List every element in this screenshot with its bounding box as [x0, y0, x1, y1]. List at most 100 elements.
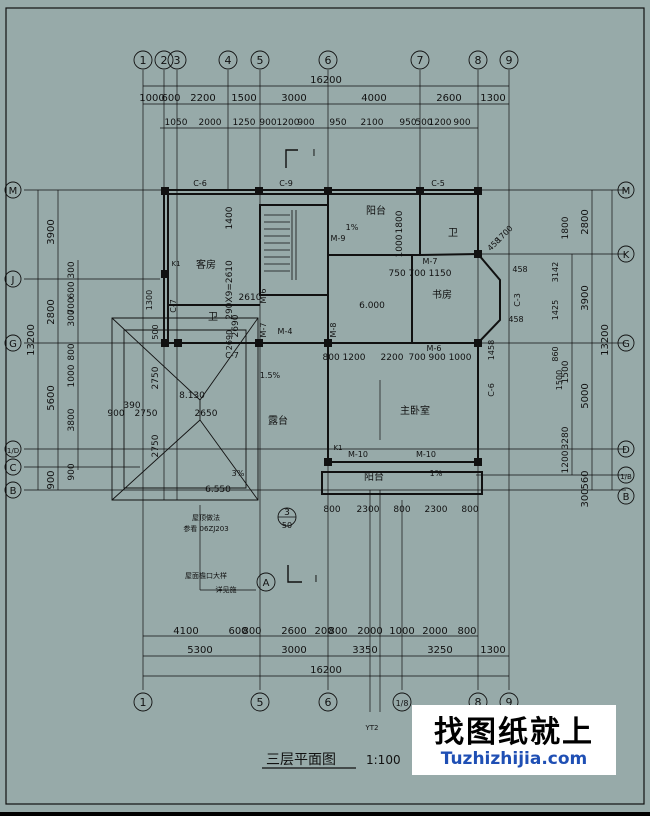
- dim-left-inner: 300: [67, 261, 77, 278]
- annotation-bay-3142: 3142: [551, 262, 560, 282]
- drawing-frame: [5, 7, 645, 805]
- site-watermark: 找图纸就上 Tuzhizhijia.com: [412, 705, 616, 775]
- annotation-slope-3: 3%: [232, 469, 245, 478]
- axis-bubble-left: [4, 440, 22, 458]
- dim-bottom-total: 16200: [310, 665, 342, 676]
- terrace-roof: [111, 317, 259, 501]
- dim-bottom-row2: 3250: [427, 645, 452, 656]
- annotation-elev-6550: 6.550: [205, 485, 231, 495]
- axis-label-right: 1/B: [620, 473, 632, 481]
- dim-top-row2: 1200: [429, 118, 452, 128]
- axis-bubble-left: [4, 481, 22, 499]
- watermark-url: Tuzhizhijia.com: [440, 749, 588, 769]
- annotation-m7-left: M-7: [259, 323, 268, 338]
- annotation-m9: M-9: [331, 234, 346, 243]
- axis-bubble-right: [617, 487, 635, 505]
- dim-left-mid: 3900: [46, 219, 57, 244]
- dim-right-inner: 1500: [561, 360, 571, 383]
- annotation-m4: M-4: [278, 327, 293, 336]
- annotation-mid-dims-1: 800 1200: [323, 353, 366, 363]
- annotation-m8: M-8: [329, 323, 338, 338]
- annotation-m10-left: M-10: [348, 450, 368, 459]
- annotation-t-2750c: 2750: [151, 434, 161, 457]
- axis-label-left: B: [10, 486, 17, 497]
- dim-top-total: 16200: [310, 75, 342, 86]
- axis-bubble-bottom: [250, 692, 270, 712]
- annotation-m7-top: M-7: [423, 257, 438, 266]
- annotation-c7-bottom: C-7: [225, 351, 239, 360]
- dim-top-row2: 1050: [165, 118, 188, 128]
- axis-bubble-bottom: [392, 692, 412, 712]
- annotation-marker-bottom: I: [315, 574, 318, 585]
- annotation-bal-800b: 800: [393, 505, 410, 515]
- axis-bubble-top: [499, 50, 519, 70]
- axis-label-top: 2: [161, 54, 168, 67]
- dim-left-inner: 1000: [67, 364, 77, 387]
- room-label-bath-left: 卫: [208, 312, 218, 323]
- annotation-c7-top: C-7: [169, 299, 178, 313]
- dim-right-inner: 1200: [561, 450, 571, 473]
- axis-label-left: C: [10, 463, 17, 474]
- axis-bubble-top: [410, 50, 430, 70]
- dim-left-inner: 600: [67, 281, 77, 298]
- annotation-v2690: 2690: [231, 314, 241, 337]
- annotation-slope-15: 1.5%: [260, 371, 281, 380]
- axis-bubble-bottom: [318, 692, 338, 712]
- dim-left-mid: 2800: [46, 299, 57, 324]
- annotation-note-gutter2: 详见施: [216, 585, 237, 594]
- drawing-scale: 1:100: [366, 753, 401, 767]
- annotation-c3: C-3: [513, 293, 522, 307]
- annotation-slope-1b: 1%: [430, 469, 443, 478]
- dimension-lines: [37, 85, 613, 677]
- annotation-stair-note: 290X9=2610: [225, 260, 235, 320]
- dim-top-row2: 1250: [233, 118, 256, 128]
- annotation-c6-top: C-6: [193, 179, 207, 188]
- dim-top-row2: 2100: [361, 118, 384, 128]
- axis-grid: [24, 70, 626, 690]
- annotation-study-dims: 750 700 1150: [389, 269, 452, 279]
- dim-bottom-row1: 2000: [422, 626, 447, 637]
- annotation-t-900: 900: [107, 409, 124, 419]
- dim-top-row1: 1000: [139, 93, 164, 104]
- axis-bubble-top: [154, 50, 174, 70]
- axis-label-right: D: [622, 445, 630, 456]
- axis-bubble-right: [617, 181, 635, 199]
- dim-bottom-row1: 1000: [389, 626, 414, 637]
- annotation-v1800: 1800: [395, 210, 405, 233]
- axis-bubble-left: [4, 181, 22, 199]
- annotation-bal-800c: 800: [461, 505, 478, 515]
- room-label-guest: 客房: [196, 258, 216, 271]
- axis-bubble-left: [4, 458, 22, 476]
- axis-bubble-top: [133, 50, 153, 70]
- annotation-bay-1500: 1500: [555, 370, 564, 390]
- dim-left-inner: 700: [67, 297, 77, 314]
- axis-label-top: 9: [506, 54, 513, 67]
- annotation-t-500: 500: [151, 324, 160, 339]
- annotation-mid-dims-3: 700 900 1000: [409, 353, 472, 363]
- annotation-t-2650: 2650: [195, 409, 218, 419]
- dim-bottom-row1: 4100: [173, 626, 198, 637]
- axis-label-left: J: [11, 275, 15, 286]
- annotation-callout-num: 3: [284, 508, 290, 518]
- annotation-callout-a: A: [263, 578, 270, 589]
- annotation-bay-1458: 1458: [487, 340, 496, 360]
- dim-top-row1: 600: [161, 93, 180, 104]
- axis-label-bottom: 9: [506, 696, 513, 709]
- dim-left-mid: 900: [46, 470, 57, 489]
- annotation-bay-1425: 1425: [551, 300, 560, 320]
- dim-right-mid: 3900: [580, 285, 591, 310]
- dim-left-inner: 800: [67, 343, 77, 360]
- axis-bubble-right: [617, 440, 635, 458]
- axis-label-right: M: [622, 186, 631, 197]
- axis-label-top: 6: [325, 54, 332, 67]
- axis-bubble-right: [617, 334, 635, 352]
- axis-label-left: M: [9, 186, 18, 197]
- axis-label-right: K: [623, 250, 630, 261]
- axis-bubble-top: [167, 50, 187, 70]
- axis-bubble-left: [4, 270, 22, 288]
- dim-top-row2: 950: [399, 118, 416, 128]
- annotation-k1-b: K1: [333, 444, 342, 452]
- dim-top-row2: 2000: [199, 118, 222, 128]
- dim-right-inner: 1800: [561, 216, 571, 239]
